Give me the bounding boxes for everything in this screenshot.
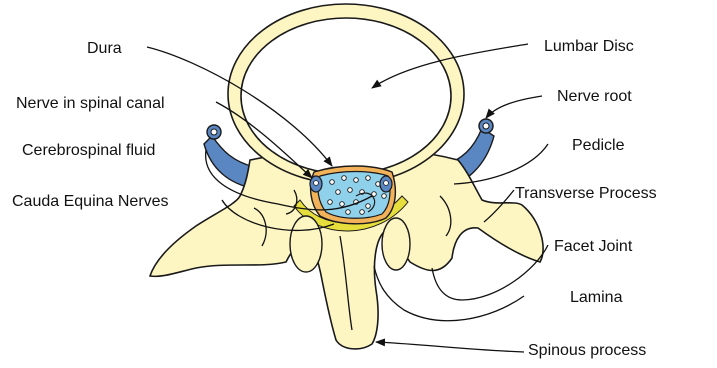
label-nerve-in-canal: Nerve in spinal canal [16,95,165,112]
nerve-root-leader [486,96,542,118]
left-canal-nerve [310,176,322,192]
lamina-leader [374,266,524,321]
label-facet-joint: Facet Joint [554,238,633,255]
right-facet-joint [382,218,410,270]
lumbar-disc [241,18,451,174]
label-dura: Dura [87,40,122,57]
label-lamina: Lamina [570,289,623,306]
label-lumbar-disc: Lumbar Disc [544,38,634,55]
label-cauda-equina: Cauda Equina Nerves [12,193,169,210]
label-spinous-process: Spinous process [528,342,646,359]
label-transverse-process: Transverse Process [515,185,657,202]
label-pedicle: Pedicle [572,137,625,154]
right-canal-nerve [380,176,392,192]
label-nerve-root: Nerve root [557,88,632,105]
left-facet-joint [290,216,322,272]
label-csf: Cerebrospinal fluid [22,142,155,159]
spinous-leader [376,342,524,352]
